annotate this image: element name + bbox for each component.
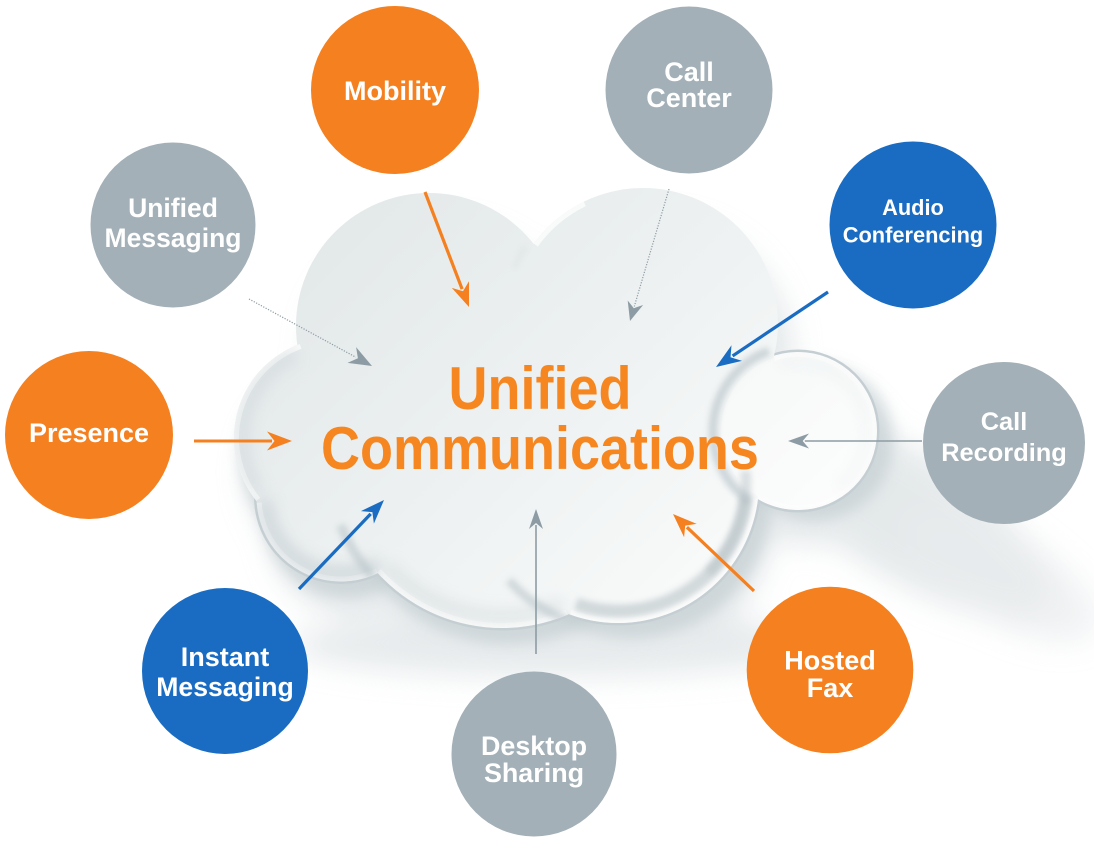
svg-text:Audio: Audio — [882, 195, 944, 220]
svg-text:Desktop: Desktop — [481, 731, 587, 761]
svg-text:Center: Center — [646, 83, 732, 113]
svg-text:Instant: Instant — [181, 642, 270, 672]
svg-text:Messaging: Messaging — [156, 672, 293, 702]
svg-text:Call: Call — [664, 57, 714, 87]
svg-text:Messaging: Messaging — [105, 223, 242, 253]
svg-text:Hosted: Hosted — [784, 646, 876, 676]
svg-text:Unified: Unified — [449, 355, 632, 422]
svg-text:Unified: Unified — [128, 193, 218, 223]
svg-text:Communications: Communications — [321, 415, 759, 482]
svg-text:Recording: Recording — [941, 439, 1067, 467]
svg-text:Mobility: Mobility — [344, 76, 446, 106]
svg-text:Fax: Fax — [807, 673, 854, 703]
svg-text:Call: Call — [981, 408, 1028, 436]
svg-text:Presence: Presence — [29, 418, 149, 448]
svg-text:Sharing: Sharing — [484, 758, 584, 788]
svg-text:Conferencing: Conferencing — [843, 223, 983, 248]
